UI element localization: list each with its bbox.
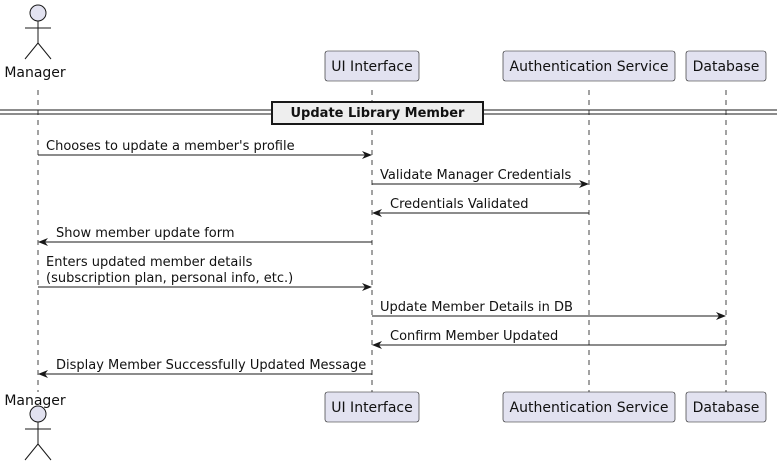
- participant-label: Manager: [4, 393, 66, 409]
- message-2: Validate Manager Credentials: [372, 168, 589, 188]
- participant-manager-top: Manager: [4, 4, 66, 81]
- participant-box: [685, 391, 767, 423]
- participant-manager-bottom: Manager: [4, 393, 66, 461]
- participant-database-bottom: Database: [685, 391, 767, 423]
- participant-label: Database: [693, 59, 760, 75]
- lifelines: [37, 90, 727, 392]
- participant-box: [324, 50, 420, 82]
- participant-label: UI Interface: [331, 400, 413, 416]
- participant-database-top: Database: [685, 50, 767, 82]
- message-label: Validate Manager Credentials: [380, 168, 572, 183]
- participant-box: [502, 391, 676, 423]
- participant-box: [502, 50, 676, 82]
- message-8: Display Member Successfully Updated Mess…: [38, 358, 372, 378]
- actor-icon: [24, 405, 52, 461]
- participant-authentication-service-top: Authentication Service: [502, 50, 676, 82]
- message-label: Confirm Member Updated: [390, 329, 558, 344]
- participant-label: UI Interface: [331, 59, 413, 75]
- message-label: (subscription plan, personal info, etc.): [46, 271, 293, 286]
- group-title-box: [271, 101, 484, 125]
- participant-label: Authentication Service: [510, 400, 669, 416]
- message-6: Update Member Details in DB: [372, 300, 726, 320]
- participant-label: Manager: [4, 65, 66, 81]
- message-label: Enters updated member details: [46, 255, 253, 270]
- message-4: Show member update form: [38, 226, 372, 246]
- participant-ui-interface-bottom: UI Interface: [324, 391, 420, 423]
- participant-label: Database: [693, 400, 760, 416]
- participant-box: [324, 391, 420, 423]
- message-label: Chooses to update a member's profile: [46, 139, 295, 154]
- participant-box: [685, 50, 767, 82]
- participant-authentication-service-bottom: Authentication Service: [502, 391, 676, 423]
- group-title: Update Library Member: [291, 106, 466, 121]
- message-5: Enters updated member details(subscripti…: [38, 255, 372, 291]
- message-3: Credentials Validated: [372, 197, 589, 217]
- participant-label: Authentication Service: [510, 59, 669, 75]
- message-label: Credentials Validated: [390, 197, 528, 212]
- message-7: Confirm Member Updated: [372, 329, 726, 349]
- participant-ui-interface-top: UI Interface: [324, 50, 420, 82]
- message-label: Update Member Details in DB: [380, 300, 573, 315]
- message-1: Chooses to update a member's profile: [38, 139, 372, 159]
- message-label: Show member update form: [56, 226, 235, 241]
- messages: Chooses to update a member's profileVali…: [38, 139, 726, 378]
- actor-icon: [24, 4, 52, 60]
- message-label: Display Member Successfully Updated Mess…: [56, 358, 366, 373]
- group-divider: Update Library Member: [0, 101, 777, 125]
